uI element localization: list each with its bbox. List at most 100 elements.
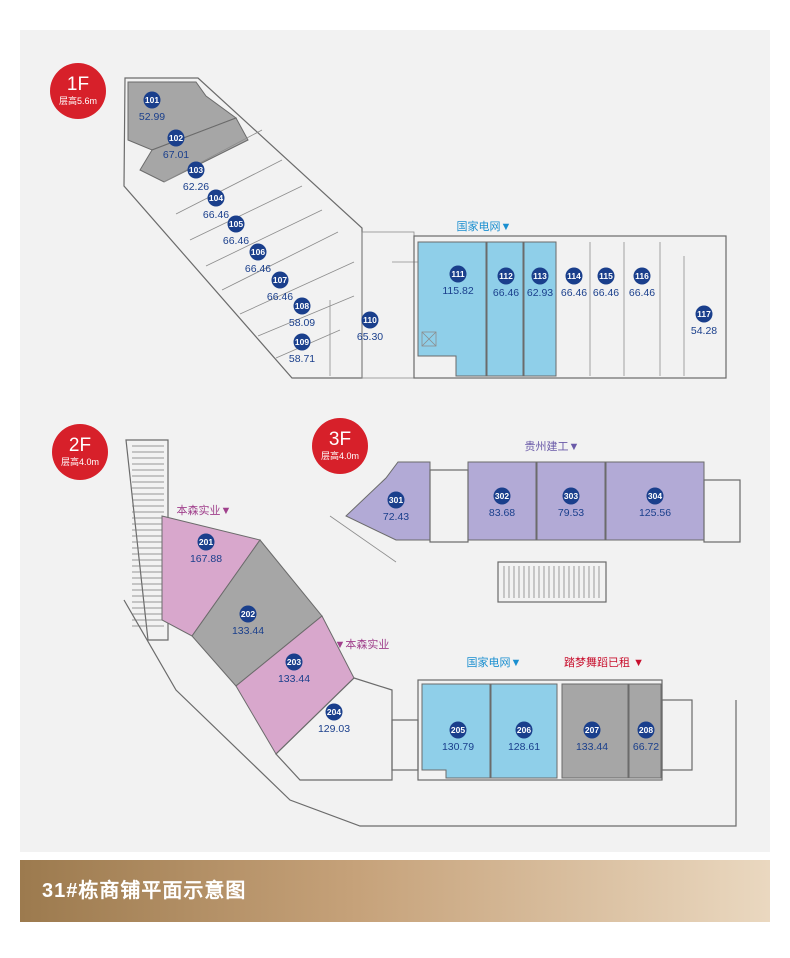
- 2f-outer-arcade: [123, 599, 737, 827]
- shop-112-number: 112: [499, 271, 513, 281]
- shop-204-area[interactable]: [275, 677, 393, 781]
- shop-113-number: 113: [533, 271, 547, 281]
- tag-grid-2f: 国家电网▼: [467, 655, 522, 669]
- 2f-long-stair: [125, 439, 169, 641]
- shop-202-area-label: 133.44: [232, 625, 264, 637]
- shop-201-number: 201: [199, 537, 213, 547]
- shop-115-number: 115: [599, 271, 613, 281]
- floor-badge-3f: 3F 层高4.0m: [312, 418, 368, 474]
- shop-106-area-label: 66.46: [245, 263, 271, 275]
- shop-206-number-badge: [515, 721, 533, 739]
- shop-109-number-badge: [293, 333, 311, 351]
- 2f-stair-treads: [132, 445, 164, 627]
- shop-114-number-badge: [565, 267, 583, 285]
- 1f-right-block: [413, 235, 727, 379]
- shop-114-area-label: 66.46: [561, 287, 587, 299]
- shop-112-number-badge: [497, 267, 515, 285]
- shop-302-area-label: 83.68: [489, 507, 515, 519]
- shop-101-area-label: 52.99: [139, 111, 165, 123]
- shop-105-number: 105: [229, 219, 243, 229]
- floor-3f-label: 3F: [329, 429, 351, 450]
- floor-1f-label: 1F: [67, 74, 89, 95]
- shop-109-number: 109: [295, 337, 309, 347]
- 1f-right-partitions: [421, 242, 685, 376]
- shop-202-number: 202: [241, 609, 255, 619]
- page-title: 31#栋商铺平面示意图: [42, 880, 247, 902]
- shop-102-area-label: 67.01: [163, 149, 189, 161]
- 2f-stair-mid: [391, 719, 419, 771]
- 2f-stair-right: [661, 699, 693, 771]
- shop-105-area-label: 66.46: [223, 235, 249, 247]
- footer-banner: [20, 860, 770, 922]
- shop-304-number: 304: [648, 491, 662, 501]
- shop-204-area-label: 129.03: [318, 723, 350, 735]
- shop-207-number: 207: [585, 725, 599, 735]
- tag-bensen-201: 本森实业▼: [177, 503, 232, 517]
- shop-113-area[interactable]: [523, 241, 557, 377]
- shop-labels: 10152.9910267.0110362.2610466.4610566.46…: [139, 91, 717, 753]
- shop-104-number-badge: [207, 189, 225, 207]
- shop-104-area-label: 66.46: [203, 209, 229, 221]
- shop-113-area-label: 62.93: [527, 287, 553, 299]
- shop-107-number: 107: [273, 275, 287, 285]
- shop-202-number-badge: [239, 605, 257, 623]
- shop-205-area-label: 130.79: [442, 741, 474, 753]
- shop-111-number: 111: [451, 269, 465, 279]
- shop-112-area[interactable]: [486, 241, 524, 377]
- shop-109-area-label: 58.71: [289, 353, 315, 365]
- shop-301-number: 301: [389, 495, 403, 505]
- 1f-wing-partitions: [163, 129, 355, 376]
- shop-115-area-label: 66.46: [593, 287, 619, 299]
- shop-114-number: 114: [567, 271, 581, 281]
- shop-301-number-badge: [387, 491, 405, 509]
- shop-303-area-label: 79.53: [558, 507, 584, 519]
- shop-301-area-label: 72.43: [383, 511, 409, 523]
- shop-205-number: 205: [451, 725, 465, 735]
- shop-207-area-label: 133.44: [576, 741, 608, 753]
- shop-101-number-badge: [143, 91, 161, 109]
- shop-115-number-badge: [597, 267, 615, 285]
- floor-3f-plan: [329, 461, 741, 603]
- shop-106-number-badge: [249, 243, 267, 261]
- shop-102-number: 102: [169, 133, 183, 143]
- floor-2f-label: 2F: [69, 435, 91, 456]
- shop-110-number-badge: [361, 311, 379, 329]
- shop-201-number-badge: [197, 533, 215, 551]
- shop-207-number-badge: [583, 721, 601, 739]
- shop-113-number-badge: [531, 267, 549, 285]
- shop-103-number: 103: [189, 165, 203, 175]
- shop-110-area-label: 65.30: [357, 331, 383, 343]
- shop-201-area-label: 167.88: [190, 553, 222, 565]
- shop-204-number: 204: [327, 707, 341, 717]
- shop-105-number-badge: [227, 215, 245, 233]
- shop-108-number: 108: [295, 301, 309, 311]
- shop-304-area-label: 125.56: [639, 507, 671, 519]
- tag-grid-1f: 国家电网▼: [457, 219, 512, 233]
- shop-206-area-label: 128.61: [508, 741, 540, 753]
- shop-107-number-badge: [271, 271, 289, 289]
- shop-108-area-label: 58.09: [289, 317, 315, 329]
- shop-106-number: 106: [251, 247, 265, 257]
- shop-117-number-badge: [695, 305, 713, 323]
- shop-116-number: 116: [635, 271, 649, 281]
- shop-116-number-badge: [633, 267, 651, 285]
- shop-205-number-badge: [449, 721, 467, 739]
- 3f-stair-end: [703, 479, 741, 543]
- shop-117-area-label: 54.28: [691, 325, 717, 337]
- floor-3f-height: 层高4.0m: [321, 450, 359, 461]
- 3f-stair: [497, 561, 607, 603]
- shop-112-area-label: 66.46: [493, 287, 519, 299]
- shop-108-number-badge: [293, 297, 311, 315]
- shop-303-number-badge: [562, 487, 580, 505]
- shop-203-number: 203: [287, 657, 301, 667]
- shop-111-number-badge: [449, 265, 467, 283]
- floor-badge-1f: 1F 层高5.6m: [50, 63, 106, 119]
- floor-badge-2f: 2F 层高4.0m: [52, 424, 108, 480]
- shop-102-number-badge: [167, 129, 185, 147]
- 3f-ramp-line: [329, 515, 397, 563]
- shop-102-area[interactable]: [139, 117, 249, 183]
- shop-111-area[interactable]: [417, 241, 487, 377]
- shop-208-number: 208: [639, 725, 653, 735]
